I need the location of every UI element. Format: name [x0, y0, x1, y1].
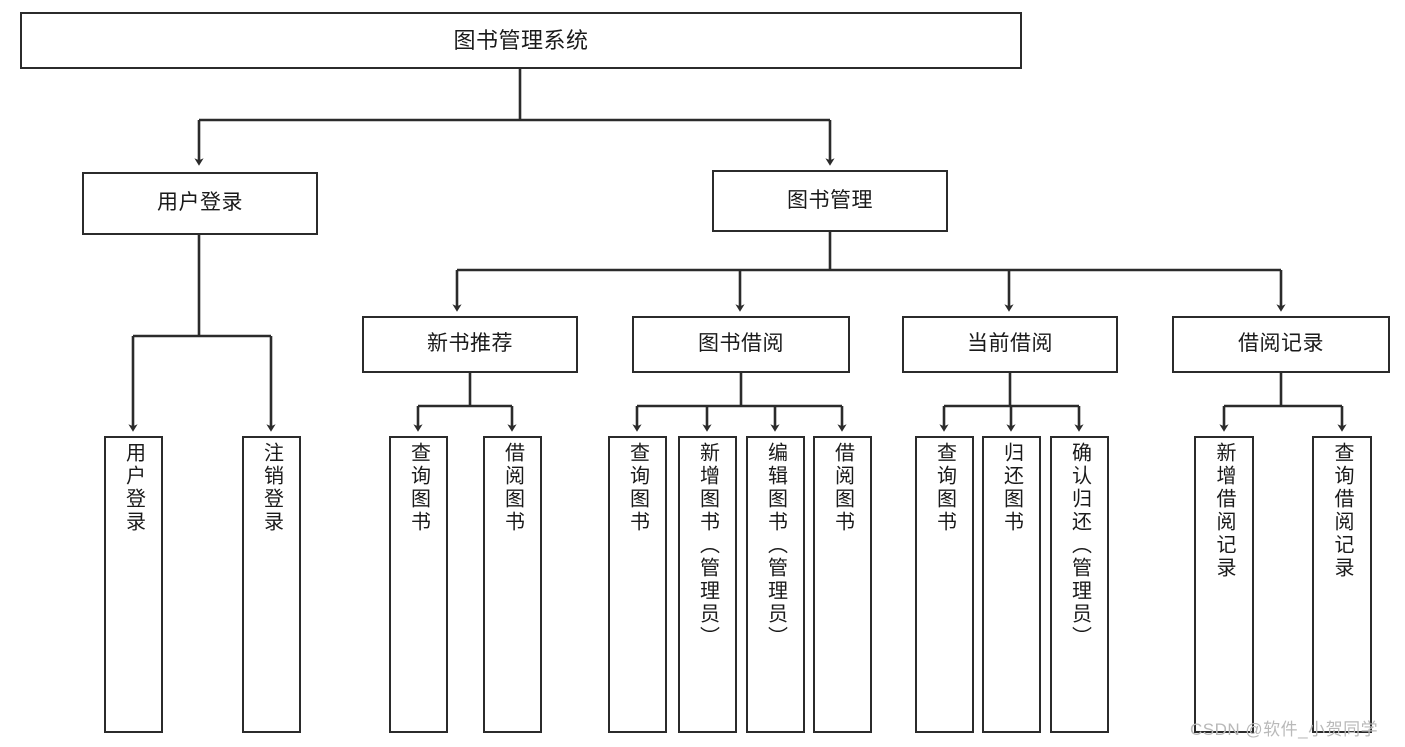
node-user-login[interactable]: 用户登录 [82, 172, 318, 235]
node-label: 用户登录 [122, 442, 145, 534]
node-label: 查询借阅记录 [1331, 442, 1353, 580]
node-new-book-recommend[interactable]: 新书推荐 [362, 316, 578, 373]
leaf-user-login-logout[interactable]: 注销登录 [242, 436, 301, 733]
node-label: 图书管理系统 [453, 27, 589, 53]
leaf-borrow-edit-book-admin[interactable]: 编辑图书（管理员） [746, 436, 805, 733]
leaf-record-add-record[interactable]: 新增借阅记录 [1194, 436, 1254, 733]
node-label: 新增借阅记录 [1213, 442, 1235, 580]
leaf-current-confirm-return-admin[interactable]: 确认归还（管理员） [1050, 436, 1109, 733]
leaf-borrow-borrow-book[interactable]: 借阅图书 [813, 436, 872, 733]
node-borrow-record[interactable]: 借阅记录 [1172, 316, 1390, 373]
node-label: 归还图书 [1000, 442, 1023, 534]
node-label: 查询图书 [626, 442, 649, 534]
node-label: 借阅图书 [501, 442, 524, 534]
leaf-user-login-login[interactable]: 用户登录 [104, 436, 163, 733]
node-label: 注销登录 [260, 442, 283, 534]
leaf-recommend-borrow-book[interactable]: 借阅图书 [483, 436, 542, 733]
node-label: 查询图书 [933, 442, 956, 534]
node-root-system[interactable]: 图书管理系统 [20, 12, 1022, 69]
leaf-recommend-query-book[interactable]: 查询图书 [389, 436, 448, 733]
leaf-borrow-add-book-admin[interactable]: 新增图书（管理员） [678, 436, 737, 733]
node-label: 借阅记录 [1238, 332, 1324, 356]
node-label: 新书推荐 [427, 332, 513, 356]
node-label: 当前借阅 [967, 332, 1053, 356]
node-label: 图书借阅 [698, 332, 784, 356]
node-label: 用户登录 [157, 191, 243, 215]
node-label: 确认归还（管理员） [1068, 442, 1091, 649]
node-label: 图书管理 [787, 188, 873, 212]
leaf-current-query-book[interactable]: 查询图书 [915, 436, 974, 733]
node-label: 查询图书 [407, 442, 430, 534]
leaf-record-query-record[interactable]: 查询借阅记录 [1312, 436, 1372, 733]
leaf-borrow-query-book[interactable]: 查询图书 [608, 436, 667, 733]
node-book-management[interactable]: 图书管理 [712, 170, 948, 232]
node-label: 新增图书（管理员） [696, 442, 719, 649]
leaf-current-return-book[interactable]: 归还图书 [982, 436, 1041, 733]
csdn-watermark: CSDN @软件_小贺同学 [1190, 720, 1379, 739]
node-book-borrow[interactable]: 图书借阅 [632, 316, 850, 373]
node-label: 借阅图书 [831, 442, 854, 534]
node-label: 编辑图书（管理员） [764, 442, 787, 649]
node-current-borrow[interactable]: 当前借阅 [902, 316, 1118, 373]
